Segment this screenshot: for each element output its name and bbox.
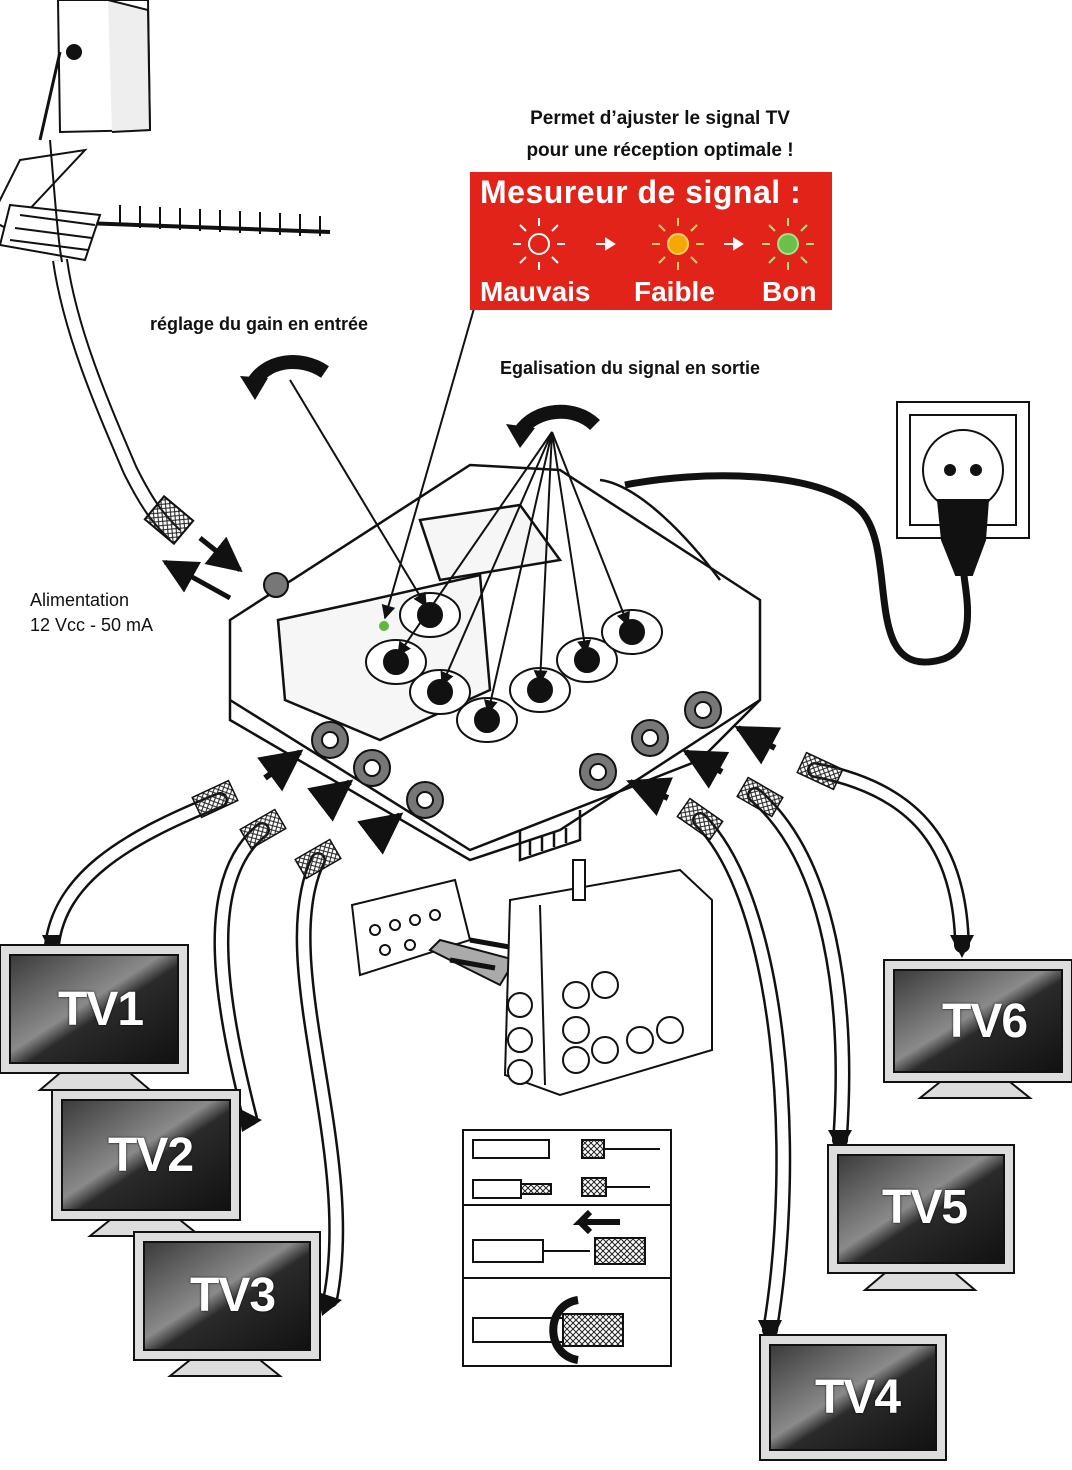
- tv1-icon: [0, 944, 189, 1091]
- tv3-label: TV3: [190, 1269, 276, 1322]
- gain-rotate-arrow-icon: [240, 355, 329, 400]
- tv5-icon: [827, 1144, 1015, 1291]
- tv4-label: TV4: [815, 1371, 901, 1424]
- header-line-2: pour une réception optimale !: [526, 140, 794, 161]
- tv-screens: [0, 944, 1072, 1461]
- satellite-dish-icon: [38, 0, 152, 141]
- wall-socket-icon: [896, 401, 1030, 576]
- level-weak-label: Faible: [634, 276, 715, 307]
- gain-label: réglage du gain en entrée: [150, 314, 369, 334]
- header-line-1: Permet d’ajuster le signal TV: [530, 108, 790, 129]
- equalization-rotate-arrow-icon: [506, 404, 600, 448]
- amplifier-box: [228, 463, 762, 862]
- level-bad-label: Mauvais: [480, 276, 591, 307]
- f-connectors: [263, 572, 722, 819]
- level-good-label: Bon: [762, 276, 817, 307]
- tv3-icon: [133, 1231, 321, 1377]
- antenna-icon: [0, 139, 331, 546]
- power-label-line-1: Alimentation: [30, 590, 130, 610]
- tv2-label: TV2: [108, 1129, 194, 1182]
- tv6-label: TV6: [942, 995, 1028, 1048]
- power-label-line-2: 12 Vcc - 50 mA: [30, 615, 154, 635]
- cable-preparation-steps: [462, 1129, 672, 1367]
- tv4-icon: [759, 1334, 947, 1461]
- tv2-icon: [51, 1089, 241, 1237]
- signal-meter-title: Mesureur de signal :: [480, 174, 802, 210]
- equalization-label: Egalisation du signal en sortie: [500, 358, 761, 378]
- wall-mount-illustration: [350, 859, 713, 1097]
- signal-meter-panel: Mesureur de signal : Mauvais Faible Bon: [470, 172, 832, 310]
- tv1-label: TV1: [58, 983, 144, 1036]
- status-led-icon: [379, 621, 389, 631]
- tv6-icon: [883, 959, 1072, 1099]
- tv5-label: TV5: [882, 1181, 968, 1234]
